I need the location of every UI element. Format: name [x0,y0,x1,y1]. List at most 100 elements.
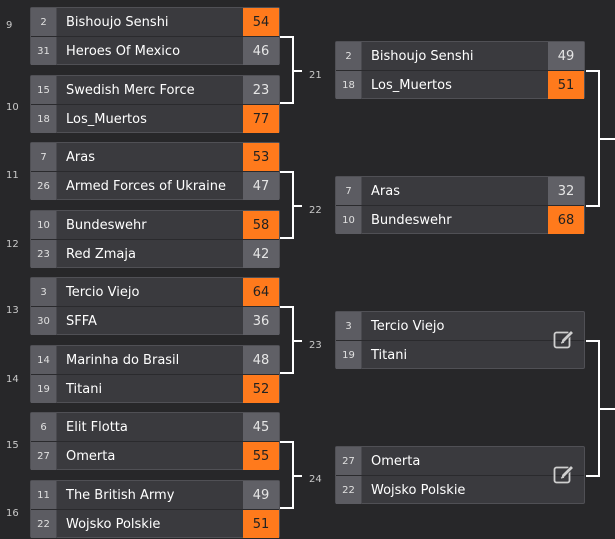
edit-report-icon[interactable] [552,328,576,352]
team-name[interactable]: Marinha do Brasil [66,352,180,368]
team-name[interactable]: Bundeswehr [371,212,452,228]
team-score: 58 [243,211,279,239]
team-name[interactable]: Red Zmaja [66,246,136,262]
team-row[interactable]: 27 Omerta [336,447,584,476]
team-name[interactable]: SFFA [66,313,97,329]
bracket-connector [294,475,302,477]
bracket-connector [598,70,600,207]
team-score: 49 [243,481,279,509]
edit-report-icon[interactable] [552,463,576,487]
team-name[interactable]: Tercio Viejo [371,318,445,334]
team-name[interactable]: Los_Muertos [66,111,147,127]
team-name[interactable]: Wojsko Polskie [371,482,466,498]
team-seed: 31 [31,37,57,65]
team-name[interactable]: Elit Flotta [66,419,128,435]
bracket-connector [598,340,600,477]
team-name[interactable]: Tercio Viejo [66,284,140,300]
team-name[interactable]: Los_Muertos [371,77,452,93]
team-name[interactable]: Wojsko Polskie [66,516,161,532]
match-number: 24 [309,474,322,485]
team-name[interactable]: Bishoujo Senshi [371,48,474,64]
team-row[interactable]: 3 Tercio Viejo 64 [31,278,279,307]
team-seed: 3 [31,278,57,306]
team-score: 53 [243,143,279,171]
bracket-connector [280,36,294,38]
bracket-connector [292,306,294,374]
team-seed: 27 [336,447,362,475]
team-name[interactable]: Heroes Of Mexico [66,43,181,59]
bracket-connector [294,340,302,342]
bracket-connector [600,408,615,410]
team-row[interactable]: 31 Heroes Of Mexico 46 [31,37,279,65]
bracket-connector [586,70,600,72]
match-number: 12 [6,239,19,250]
team-name[interactable]: The British Army [66,487,175,503]
team-name[interactable]: Aras [371,183,400,199]
team-score: 42 [243,240,279,268]
team-score: 49 [548,42,584,70]
team-seed: 23 [31,240,57,268]
team-score: 64 [243,278,279,306]
bracket-connector [600,138,615,140]
bracket-connector [292,36,294,104]
bracket-connector [586,205,600,207]
team-name[interactable]: Aras [66,149,95,165]
team-seed: 27 [31,442,57,470]
team-name[interactable]: Omerta [371,453,421,469]
team-row[interactable]: 23 Red Zmaja 42 [31,240,279,268]
bracket-connector [280,237,294,239]
team-seed: 18 [31,105,57,133]
match-number: 22 [309,205,322,216]
team-name[interactable]: Titani [66,381,103,397]
team-seed: 18 [336,71,362,99]
team-seed: 22 [31,510,57,538]
team-score: 47 [243,172,279,200]
team-name[interactable]: Swedish Merc Force [66,82,195,98]
team-name[interactable]: Bundeswehr [66,217,147,233]
team-name[interactable]: Omerta [66,448,116,464]
bracket-connector [280,306,294,308]
team-seed: 7 [336,177,362,205]
team-name[interactable]: Titani [371,347,408,363]
team-name[interactable]: Armed Forces of Ukraine [66,178,226,194]
team-seed: 3 [336,312,362,340]
bracket-connector [294,70,302,72]
team-score: 68 [548,206,584,234]
match-number: 10 [6,102,19,113]
team-name[interactable]: Bishoujo Senshi [66,14,169,30]
team-score: 46 [243,37,279,65]
team-row[interactable]: 3 Tercio Viejo [336,312,584,341]
team-score: 23 [243,76,279,104]
